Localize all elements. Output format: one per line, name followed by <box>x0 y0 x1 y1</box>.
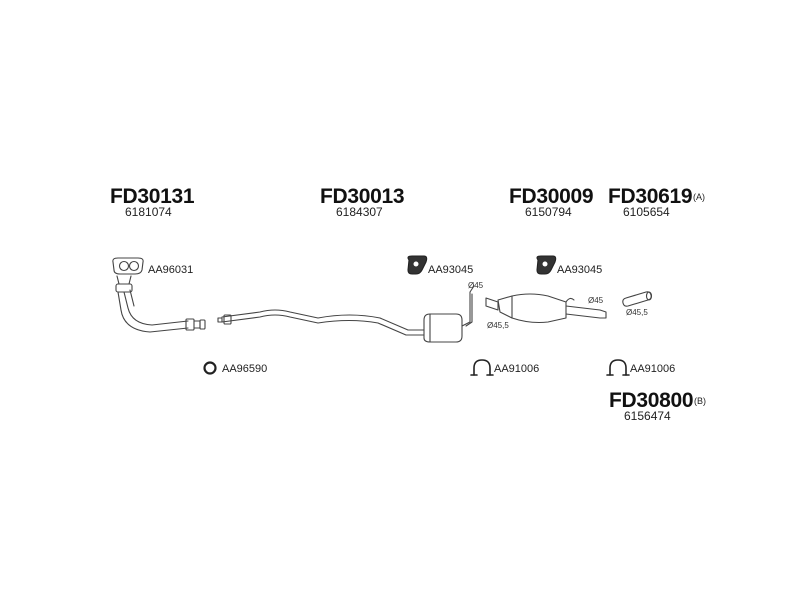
pipe-clamp-icon <box>470 359 494 376</box>
accessory-label-ring[interactable]: AA96590 <box>222 363 268 375</box>
tail-pipe-icon <box>622 291 653 307</box>
part-code-fd30131[interactable]: FD30131 <box>110 185 195 208</box>
oem-number-6184307: 6184307 <box>336 205 383 219</box>
part-code-fd30009[interactable]: FD30009 <box>509 185 594 208</box>
variant-suffix-b: (B) <box>694 396 706 406</box>
oem-number-6105654: 6105654 <box>623 205 670 219</box>
diameter-label-2: Ø45,5 <box>487 321 509 330</box>
pipe-clamp-icon <box>606 359 630 376</box>
ring-icon <box>203 361 217 375</box>
rear-silencer-icon <box>485 293 607 324</box>
accessory-label-hanger-1[interactable]: AA93045 <box>428 264 474 276</box>
accessory-label-gasket[interactable]: AA96031 <box>148 264 194 276</box>
part-code-fd30619[interactable]: FD30619 <box>608 185 693 208</box>
diameter-label-3: Ø45 <box>588 296 604 305</box>
rubber-hanger-icon <box>407 255 428 275</box>
oem-number-6150794: 6150794 <box>525 205 572 219</box>
part-code-fd30800[interactable]: FD30800 <box>609 389 694 412</box>
variant-suffix-a: (A) <box>693 192 705 202</box>
oem-number-6181074: 6181074 <box>125 205 172 219</box>
accessory-label-clamp-2[interactable]: AA91006 <box>630 363 676 375</box>
diameter-label-4: Ø45,5 <box>626 308 648 317</box>
front-pipe-icon <box>115 275 206 333</box>
oem-number-6156474: 6156474 <box>624 409 671 423</box>
accessory-label-clamp-1[interactable]: AA91006 <box>494 363 540 375</box>
part-code-fd30013[interactable]: FD30013 <box>320 185 405 208</box>
intermediate-pipe-icon <box>217 285 475 343</box>
gasket-icon <box>112 257 144 275</box>
accessory-label-hanger-2[interactable]: AA93045 <box>557 264 603 276</box>
diameter-label-1: Ø45 <box>468 281 484 290</box>
rubber-hanger-icon <box>536 255 557 275</box>
